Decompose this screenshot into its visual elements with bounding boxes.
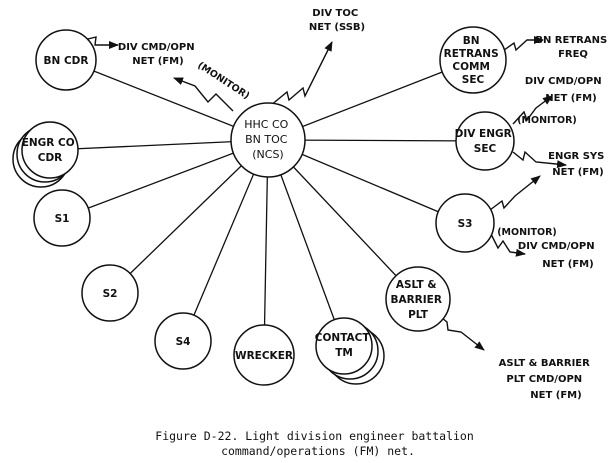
node-bn-retrans: [439, 26, 507, 94]
node-bn-cdr: [35, 29, 97, 91]
label-div-toc-net: DIV TOC NET (SSB): [309, 8, 365, 33]
label-contact-tm: CONTACT TM: [315, 332, 373, 359]
label-engr-sys-net: ENGR SYS NET (FM): [548, 151, 608, 178]
node-s4: [154, 312, 212, 370]
node-labels: BN CDR ENGR CO CDR S1 S2 S4 WRECKER CONT…: [22, 35, 516, 362]
label-retrans-freq: BN RETRANS FREQ: [535, 35, 610, 60]
node-wrecker: [233, 324, 295, 386]
node-circles: [21, 26, 515, 386]
label-s3: S3: [458, 218, 473, 230]
label-div-engr-sec: DIV ENGR SEC: [455, 128, 516, 155]
radio-link-s3-engr-sys: [489, 175, 541, 211]
label-monitor-hub: (MONITOR): [195, 60, 251, 102]
radio-links: [82, 36, 567, 351]
label-bn-retrans: BN RETRANS COMM SEC: [444, 35, 503, 86]
node-div-engr-sec: [455, 111, 515, 171]
node-contact-tm: [315, 317, 373, 375]
radio-link-retrans-freq: [499, 36, 544, 54]
hub-label: HHC CO BN TOC (NCS): [244, 118, 292, 161]
label-aslt-barrier: ASLT & BARRIER PLT: [390, 279, 445, 321]
node-s1: [33, 189, 91, 247]
label-bn-cdr-div-cmd: DIV CMD/OPN NET (FM): [118, 42, 198, 67]
hub-circle: [230, 102, 306, 178]
label-s3-div-cmd: DIV CMD/OPN NET (FM): [518, 241, 598, 270]
label-monitor-s3: (MONITOR): [497, 227, 557, 238]
external-net-labels: DIV TOC NET (SSB) DIV CMD/OPN NET (FM) B…: [118, 8, 610, 401]
radio-link-engr-sys: [512, 150, 567, 169]
label-s4: S4: [176, 336, 191, 348]
radio-link-monitor: [173, 77, 234, 112]
radio-link-div-engr-cmd: [512, 95, 553, 125]
label-bn-cdr: BN CDR: [44, 55, 89, 67]
label-s2: S2: [103, 288, 118, 300]
label-aslt-barrier-net: ASLT & BARRIER PLT CMD/OPN NET (FM): [499, 358, 594, 401]
label-monitor-div-engr: (MONITOR): [517, 115, 577, 126]
node-s2: [81, 264, 139, 322]
radio-link-s3-div-cmd: [489, 231, 526, 257]
label-s1: S1: [55, 213, 70, 225]
label-engr-co-cdr: ENGR CO CDR: [22, 137, 79, 164]
node-s3: [435, 193, 495, 253]
label-div-engr-div-cmd: DIV CMD/OPN NET (FM): [525, 76, 605, 104]
node-aslt-barrier: [385, 266, 451, 332]
label-wrecker: WRECKER: [235, 350, 293, 362]
radio-link-div-toc: [269, 41, 333, 107]
figure-caption: Figure D-22. Light division engineer bat…: [155, 429, 480, 458]
node-engr-co-cdr: [21, 121, 79, 179]
